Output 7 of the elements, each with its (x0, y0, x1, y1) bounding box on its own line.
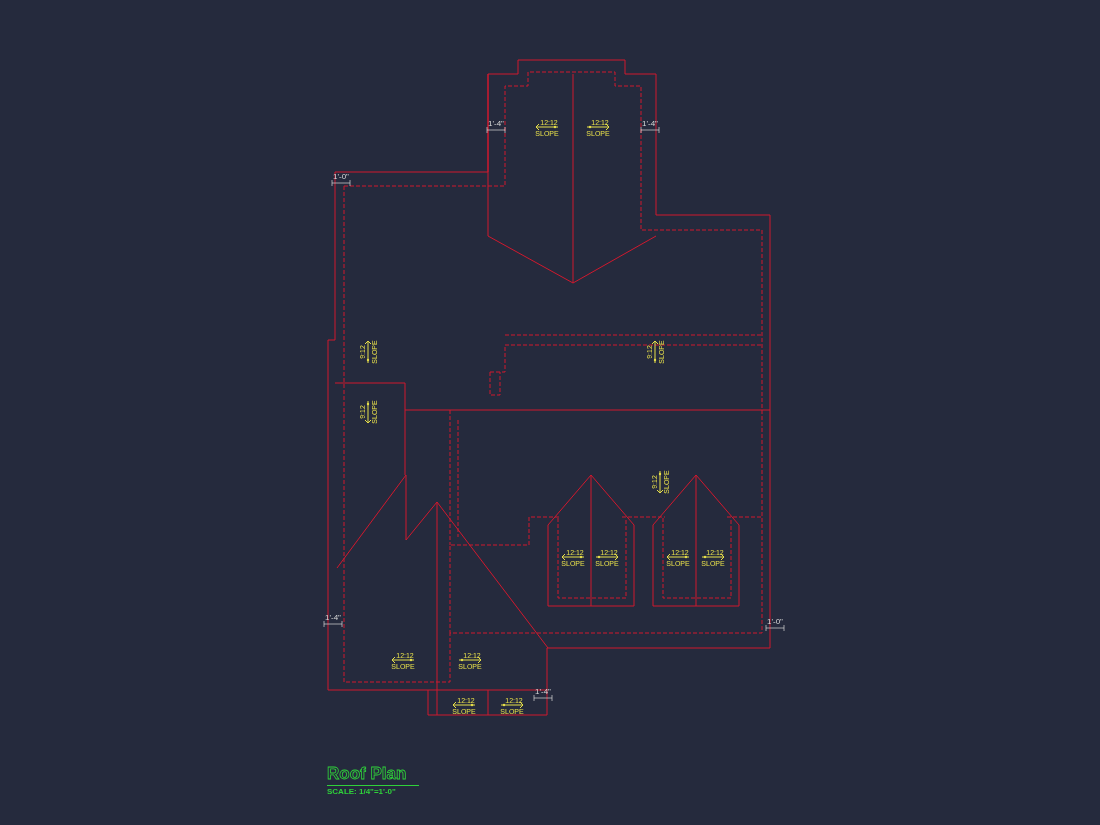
drawing-title: Roof Plan (327, 765, 407, 782)
scale-note: SCALE: 1/4"=1'-0" (327, 788, 396, 796)
dimension-text: 1'-4" (642, 120, 658, 128)
dimension-text: 1'-0" (333, 173, 349, 181)
dimension-text: 1'-4" (325, 614, 341, 622)
dimension-text: 1'-0" (767, 618, 783, 626)
dimension-text: 1'-4" (535, 688, 551, 696)
